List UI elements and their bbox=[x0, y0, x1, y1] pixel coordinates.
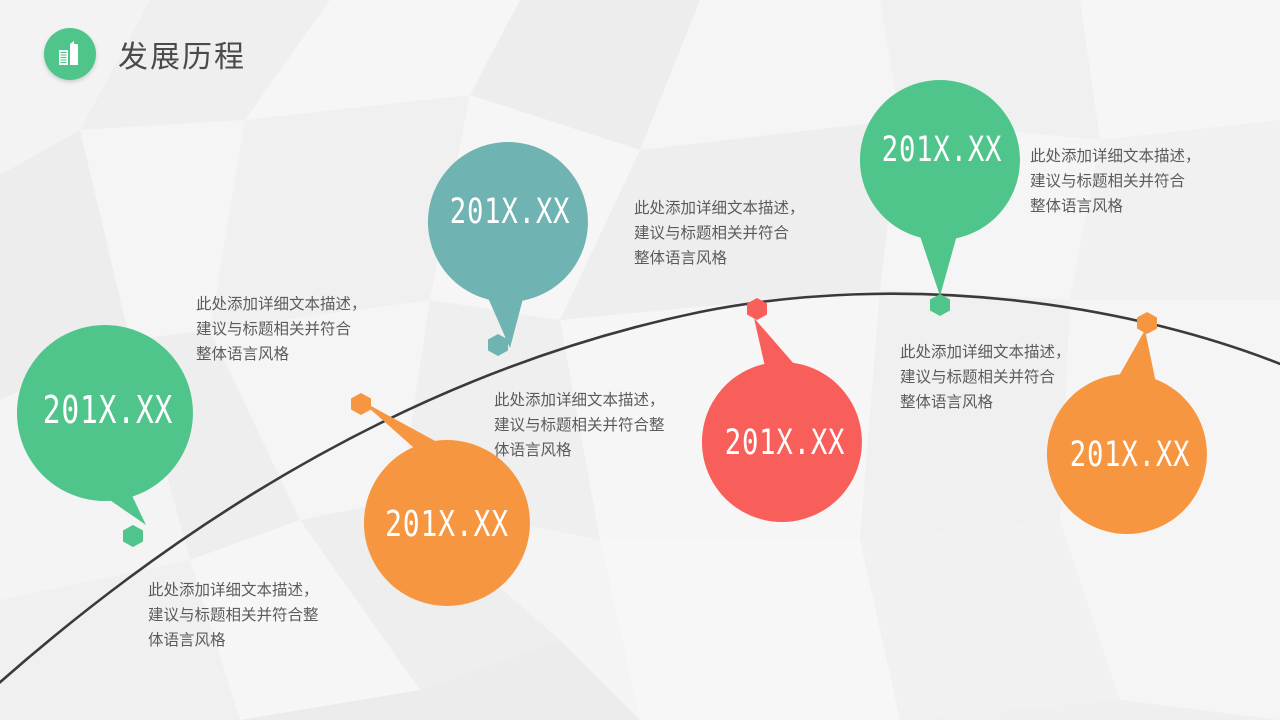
milestone-desc-3: 此处添加详细文本描述， 建议与标题相关并符合整 体语言风格 bbox=[494, 391, 665, 459]
milestone-desc-6: 此处添加详细文本描述， 建议与标题相关并符合 整体语言风格 bbox=[1030, 147, 1201, 215]
milestone-balloon-5[interactable]: 201X.XX bbox=[852, 80, 1032, 310]
milestone-desc-2: 此处添加详细文本描述， 建议与标题相关并符合整 体语言风格 bbox=[148, 581, 319, 649]
timeline-marker-1[interactable] bbox=[122, 524, 144, 553]
timeline-marker-3[interactable] bbox=[487, 333, 509, 362]
milestone-desc-4: 此处添加详细文本描述， 建议与标题相关并符合 整体语言风格 bbox=[634, 199, 805, 267]
building-chart-icon bbox=[44, 28, 96, 80]
timeline-marker-4[interactable] bbox=[746, 297, 768, 326]
milestone-balloon-3[interactable]: 201X.XX bbox=[420, 142, 600, 362]
milestone-balloon-1[interactable]: 201X.XX bbox=[8, 325, 208, 545]
page-title: 发展历程 bbox=[118, 40, 246, 75]
milestone-desc-1: 此处添加详细文本描述， 建议与标题相关并符合 整体语言风格 bbox=[196, 295, 367, 363]
timeline-marker-6[interactable] bbox=[1136, 311, 1158, 340]
slide-header: 发展历程 bbox=[44, 28, 246, 80]
milestone-desc-5: 此处添加详细文本描述， 建议与标题相关并符合 整体语言风格 bbox=[900, 343, 1071, 411]
timeline-marker-5[interactable] bbox=[929, 293, 951, 322]
timeline-marker-2[interactable] bbox=[350, 392, 372, 421]
